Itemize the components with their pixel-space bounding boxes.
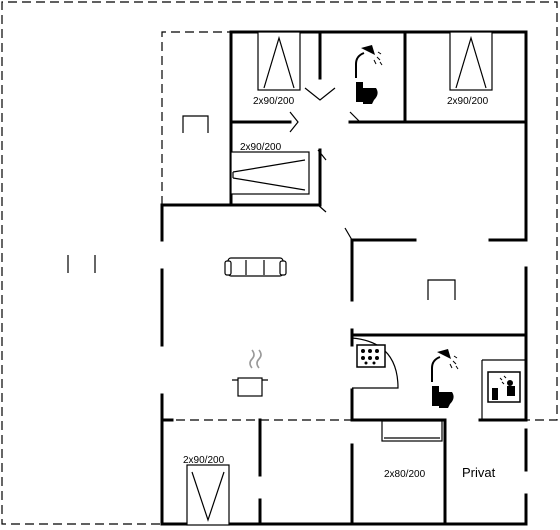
bed-bottom-left: 2x90/200 bbox=[183, 455, 230, 526]
whirlpool-icon bbox=[356, 344, 386, 368]
cooking-pot-icon bbox=[232, 349, 268, 397]
bed-middle-left: 2x90/200 bbox=[230, 142, 310, 195]
bed-bottom-left-label: 2x90/200 bbox=[183, 455, 225, 466]
bed-top-right: 2x90/200 bbox=[447, 31, 493, 107]
bed-top-left: 2x90/200 bbox=[253, 31, 301, 107]
toilet-icon bbox=[432, 386, 454, 408]
sauna-icon bbox=[487, 371, 521, 403]
bed-bottom-middle-label: 2x80/200 bbox=[384, 469, 426, 480]
doors bbox=[289, 87, 527, 420]
shower-icon bbox=[355, 45, 383, 78]
door-markers bbox=[67, 115, 456, 300]
toilet-icon bbox=[356, 82, 378, 104]
shower-icon bbox=[431, 349, 459, 382]
bed-top-right-label: 2x90/200 bbox=[447, 96, 489, 107]
bed-top-left-label: 2x90/200 bbox=[253, 96, 295, 107]
bed-bottom-middle: 2x80/200 bbox=[381, 420, 443, 480]
sofa-icon bbox=[224, 257, 287, 277]
bed-middle-left-label: 2x90/200 bbox=[240, 142, 282, 153]
private-room-label: Privat bbox=[462, 465, 496, 480]
